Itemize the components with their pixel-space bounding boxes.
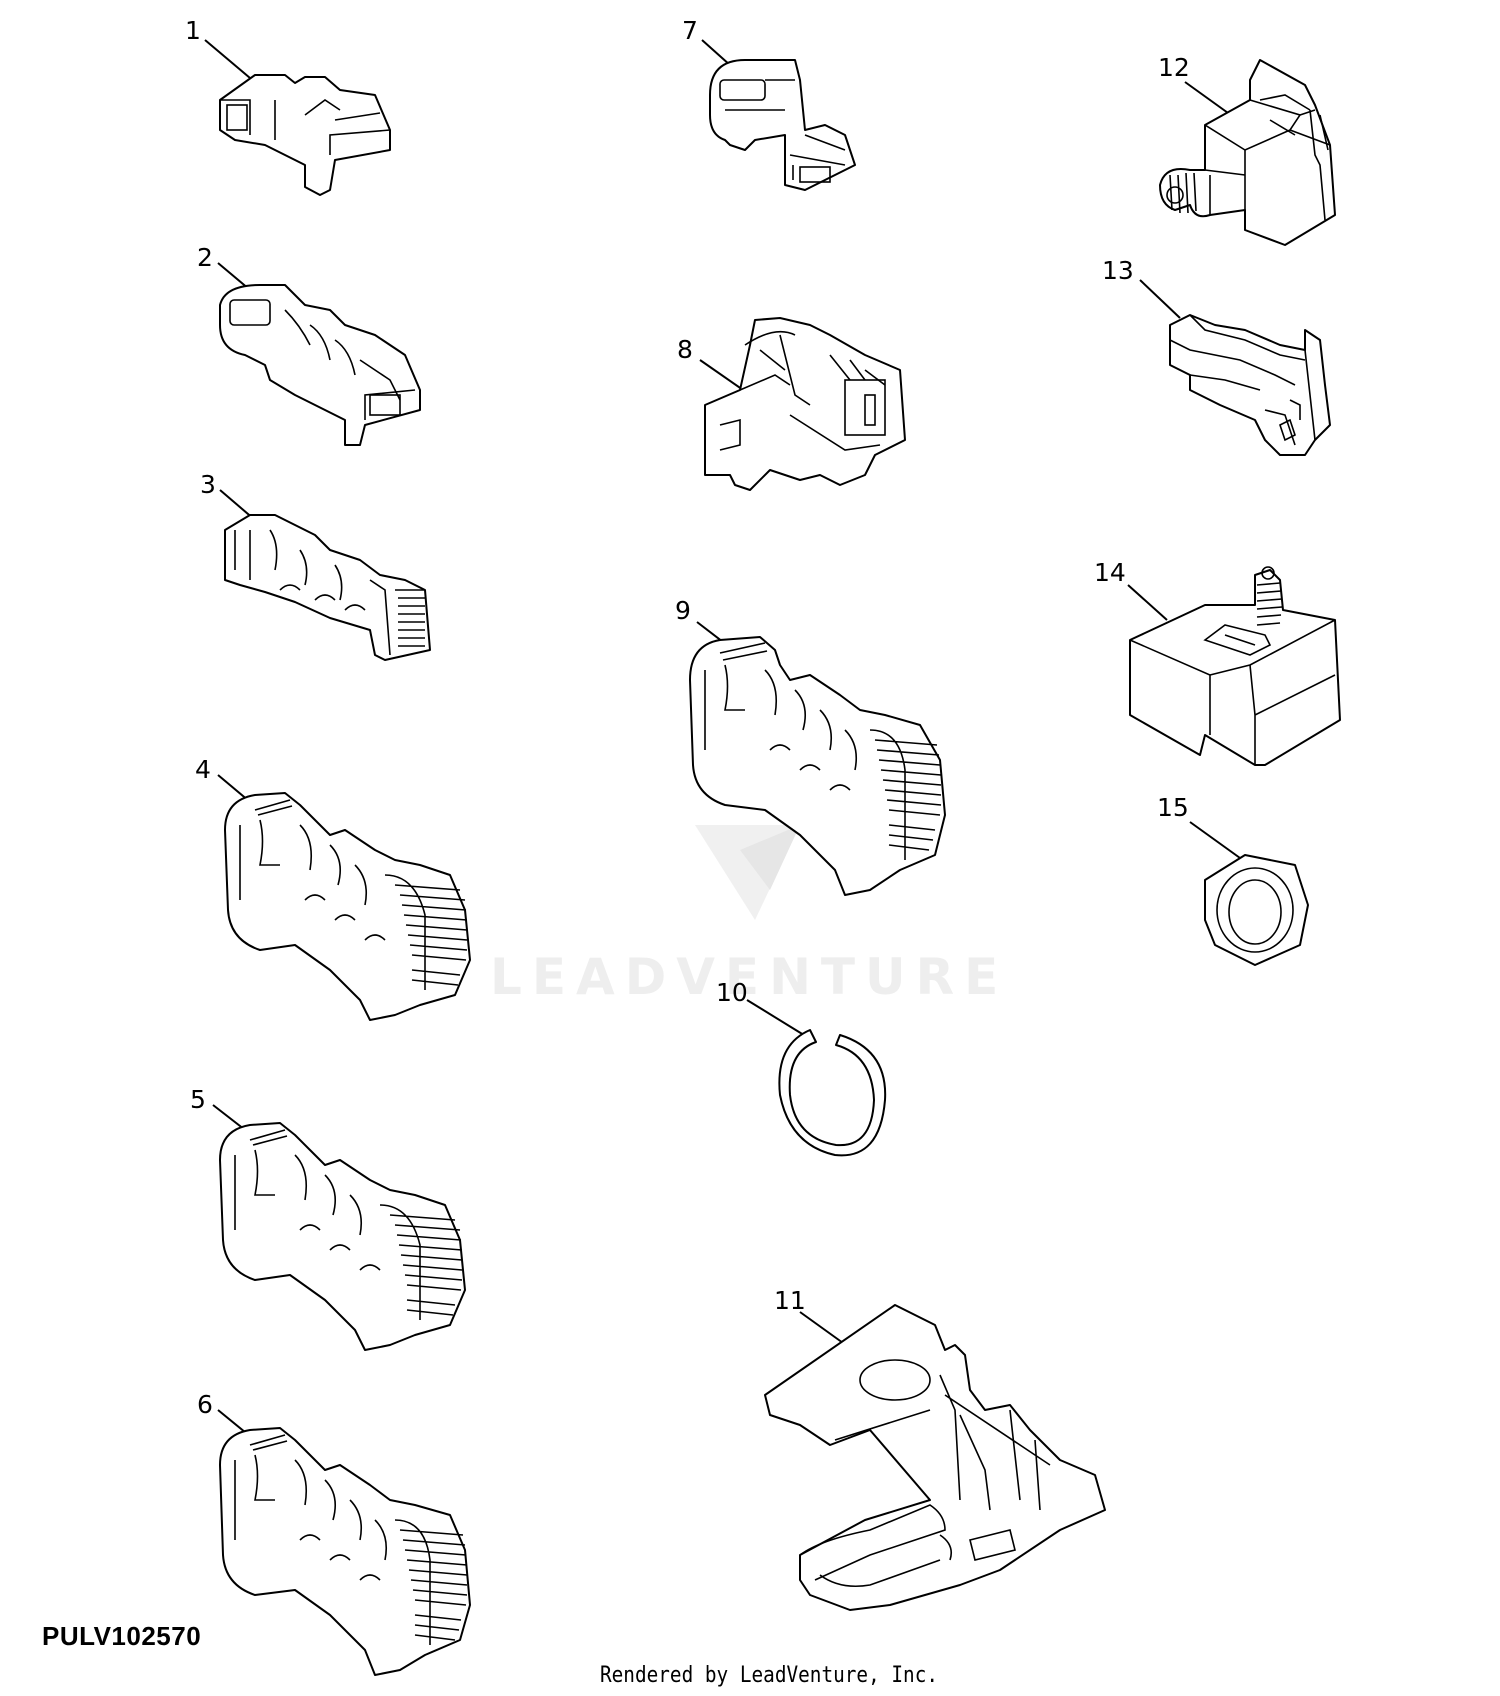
- callout-14: 14: [1094, 558, 1126, 587]
- part-14-circuit-breaker: [1129, 566, 1341, 766]
- part-12-connector: [1159, 59, 1336, 246]
- part-6-harness-clip: [219, 1427, 471, 1676]
- part-3-harness-clip: [224, 514, 431, 661]
- part-5-harness-clip: [219, 1122, 466, 1351]
- callout-6: 6: [197, 1390, 213, 1419]
- callout-12: 12: [1158, 53, 1190, 82]
- render-credit: Rendered by LeadVenture, Inc.: [600, 1663, 939, 1688]
- part-13-terminal: [1169, 314, 1331, 456]
- callout-11: 11: [774, 1286, 806, 1315]
- callout-7: 7: [682, 16, 698, 45]
- part-4-harness-clip: [224, 792, 471, 1021]
- part-10-ring: [778, 1029, 887, 1157]
- part-7-harness-clip: [709, 59, 856, 191]
- part-11-terminal: [764, 1304, 1106, 1611]
- callout-1: 1: [185, 16, 201, 45]
- part-8-harness-clip: [704, 317, 906, 491]
- callout-5: 5: [190, 1085, 206, 1114]
- callout-9: 9: [675, 596, 691, 625]
- callout-8: 8: [677, 335, 693, 364]
- part-15-hex-nut: [1204, 854, 1309, 966]
- callout-15: 15: [1157, 793, 1189, 822]
- callout-10: 10: [716, 978, 748, 1007]
- callout-13: 13: [1102, 256, 1134, 285]
- part-2-harness-clip: [219, 284, 421, 446]
- watermark-text: LEADVENTURE: [490, 948, 1009, 1006]
- callout-4: 4: [195, 755, 211, 784]
- diagram-id: PULV102570: [42, 1621, 202, 1651]
- callout-2: 2: [197, 243, 213, 272]
- part-9-harness-clip: [689, 636, 946, 896]
- part-1-harness-clip: [219, 74, 391, 196]
- callout-3: 3: [200, 470, 216, 499]
